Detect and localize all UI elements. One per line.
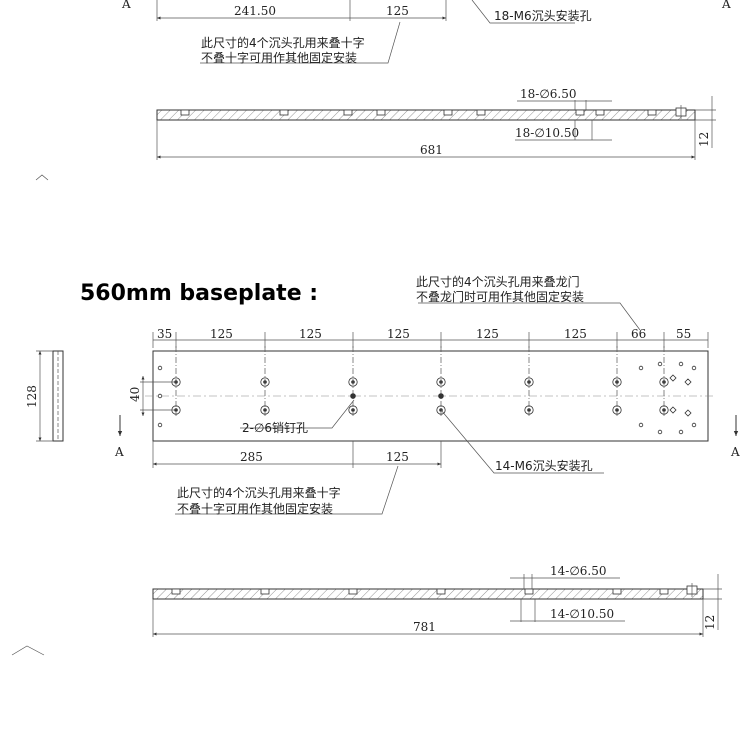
side-holes-1 xyxy=(180,105,687,119)
hole-small-label: 18-∅6.50 xyxy=(520,87,577,101)
side-holes-2 xyxy=(171,583,698,597)
countersink-section xyxy=(279,109,289,116)
countersink-section xyxy=(436,588,446,595)
top-dim-35: 35 xyxy=(157,327,172,341)
small-hole xyxy=(638,422,644,428)
pin-hole xyxy=(438,393,444,399)
small-hole xyxy=(691,365,697,371)
hole-large-label: 14-∅10.50 xyxy=(550,607,614,621)
note-top-line-2: 不叠龙门时可用作其他固定安装 xyxy=(416,289,584,304)
section-label: A xyxy=(721,0,731,11)
countersink-section xyxy=(260,588,270,595)
locating-mark xyxy=(669,406,677,414)
dim-right: 125 xyxy=(386,4,409,18)
side-profile-2 xyxy=(152,588,704,600)
small-hole xyxy=(678,361,684,367)
note-line-1: 此尺寸的4个沉头孔用来叠十字 xyxy=(201,35,365,50)
small-hole xyxy=(691,422,697,428)
side-profile-1 xyxy=(156,109,696,121)
m6-callout: 14-M6沉头安装孔 xyxy=(495,458,593,473)
note-bottom-line-2: 不叠十字可用作其他固定安装 xyxy=(177,501,333,516)
m6-callout: 18-M6沉头安装孔 xyxy=(494,8,592,23)
page-title: 560mm baseplate : xyxy=(80,281,318,306)
row-spacing-label: 40 xyxy=(128,387,142,402)
countersink-section xyxy=(524,588,534,595)
countersink-section xyxy=(595,109,605,116)
countersink-section xyxy=(348,588,358,595)
small-hole xyxy=(157,393,163,399)
countersink-section xyxy=(171,588,181,595)
thickness-label: 12 xyxy=(697,132,711,147)
countersink-section xyxy=(180,109,190,116)
top-dim-chain xyxy=(152,332,709,348)
countersink-section xyxy=(647,109,657,116)
dim-left: 241.50 xyxy=(234,4,276,18)
main-side-view: 14-∅6.50 14-∅10.50 781 12 xyxy=(11,564,722,656)
countersink-section xyxy=(443,109,453,116)
small-hole xyxy=(638,365,644,371)
bottom-dim-left: 285 xyxy=(240,450,263,464)
locating-mark xyxy=(669,374,677,382)
top-view: A A 241.50 125 18-M6沉头安装孔 此尺寸的4个沉头孔用来叠十字… xyxy=(121,0,731,65)
pin-hole-callout: 2-∅6销钉孔 xyxy=(242,421,308,435)
bottom-dim-right: 125 xyxy=(386,450,409,464)
small-hole xyxy=(157,365,163,371)
pin-hole xyxy=(350,393,356,399)
countersink-section xyxy=(659,588,669,595)
small-hole xyxy=(678,429,684,435)
countersink-section xyxy=(575,109,585,116)
note-top-line-1: 此尺寸的4个沉头孔用来叠龙门 xyxy=(416,274,580,289)
main-plan-view: 此尺寸的4个沉头孔用来叠龙门 不叠龙门时可用作其他固定安装 35 125 125… xyxy=(114,274,740,516)
top-dim-125: 125 xyxy=(299,327,322,341)
countersink-section xyxy=(612,588,622,595)
note-line-2: 不叠十字可用作其他固定安装 xyxy=(201,50,357,65)
top-dim-55: 55 xyxy=(676,327,691,341)
top-dim-66: 66 xyxy=(631,327,646,341)
section-label: A xyxy=(730,445,740,459)
countersink-section xyxy=(376,109,386,116)
small-hole xyxy=(657,361,663,367)
section-label: A xyxy=(121,0,131,11)
length-label: 781 xyxy=(413,620,436,634)
countersink-section xyxy=(476,109,486,116)
top-dim-125: 125 xyxy=(476,327,499,341)
note-bottom-line-1: 此尺寸的4个沉头孔用来叠十字 xyxy=(177,485,341,500)
thickness-label: 12 xyxy=(703,615,717,630)
baseplate-holes xyxy=(157,346,697,435)
width-label: 128 xyxy=(25,385,39,408)
top-dim-125: 125 xyxy=(564,327,587,341)
section-label: A xyxy=(114,445,124,459)
end-view: 128 xyxy=(25,350,64,442)
hole-large-label: 18-∅10.50 xyxy=(515,126,579,140)
countersink-section xyxy=(343,109,353,116)
locating-mark xyxy=(684,378,692,386)
top-side-view: 18-∅6.50 18-∅10.50 681 12 xyxy=(35,87,716,181)
locating-mark xyxy=(684,409,692,417)
top-dim-125: 125 xyxy=(387,327,410,341)
small-hole xyxy=(657,429,663,435)
length-label: 681 xyxy=(420,143,443,157)
hole-small-label: 14-∅6.50 xyxy=(550,564,607,578)
small-hole xyxy=(157,422,163,428)
top-dim-125: 125 xyxy=(210,327,233,341)
